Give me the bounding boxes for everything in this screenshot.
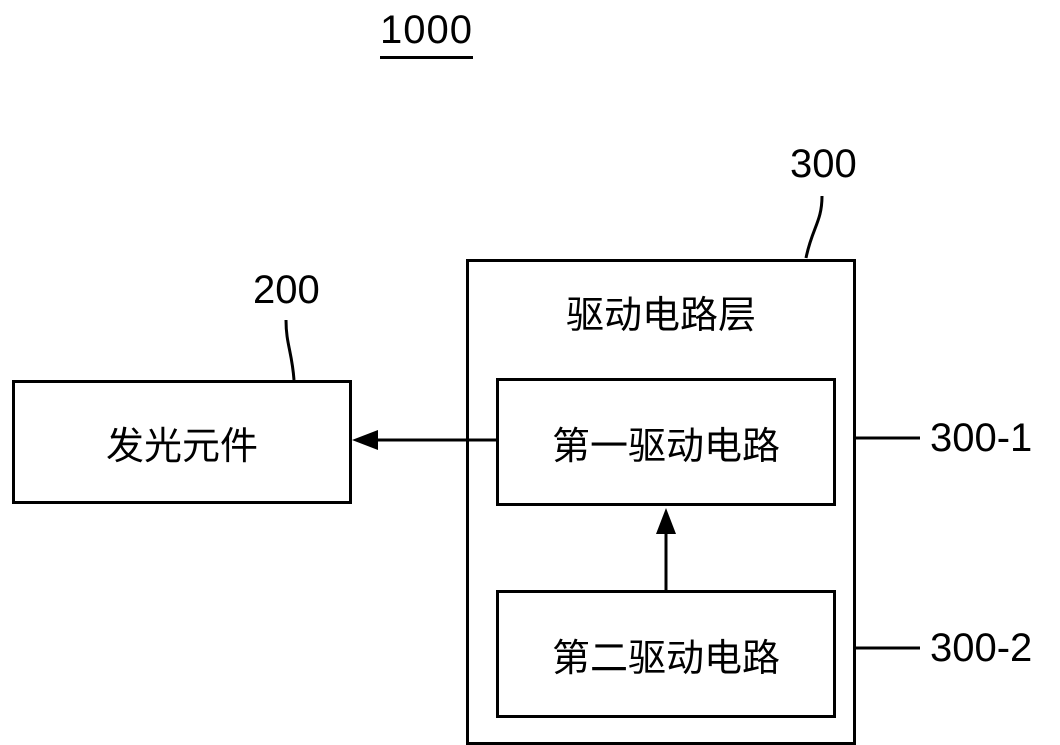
reference-numeral-300-2: 300-2 [930,626,1033,670]
figure-number-label: 1000 [380,10,473,59]
driver-circuit-layer-label: 驱动电路层 [565,295,756,337]
first-driver-circuit-box: 第一驱动电路 [496,378,836,506]
light-emitting-element-label: 发光元件 [105,425,258,468]
reference-numeral-200: 200 [253,268,320,312]
arrow-head-driver-to-light [352,430,378,450]
leader-line-200 [284,319,296,381]
reference-numeral-300: 300 [790,142,857,186]
first-driver-circuit-label: 第一驱动电路 [551,425,780,468]
reference-numeral-300-1: 300-1 [930,416,1033,460]
second-driver-circuit-box: 第二驱动电路 [496,590,836,718]
leader-line-300 [804,195,824,259]
second-driver-circuit-label: 第二驱动电路 [551,637,780,680]
light-emitting-element-box: 发光元件 [12,380,352,504]
